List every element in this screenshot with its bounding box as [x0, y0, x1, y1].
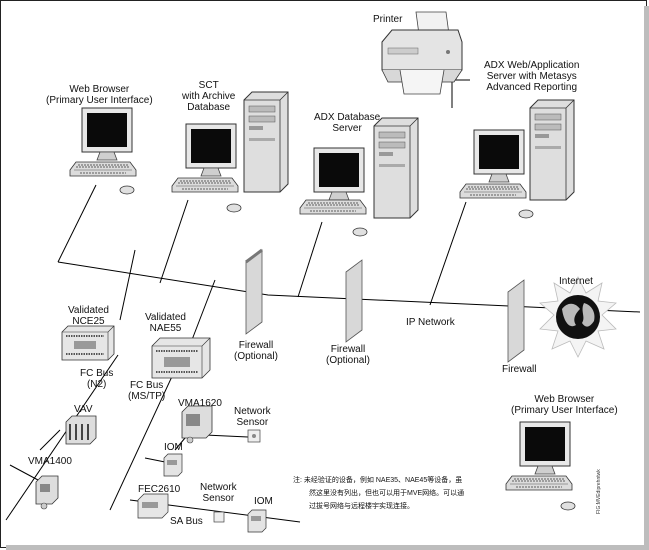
web-browser-top-label-line2: (Primary User Interface) — [46, 95, 153, 106]
link-nce25 — [119, 249, 136, 321]
web-browser-bottom-label: Web Browser (Primary User Interface) — [511, 394, 618, 416]
adx-web-label-line3: Advanced Reporting — [486, 82, 578, 93]
sct-label-line1: SCT — [198, 80, 219, 91]
firewall-optional-2-label-line2: (Optional) — [326, 355, 370, 366]
nce25-controller-icon — [61, 325, 115, 361]
web-browser-bottom-label-line2: (Primary User Interface) — [511, 405, 618, 416]
note-prefix: 注: — [293, 477, 302, 484]
nce25-label-line1: Validated — [68, 305, 109, 316]
frame-shadow-right — [644, 6, 649, 550]
nae55-label-line1: Validated — [145, 312, 186, 323]
figure-number: FIG:MVEdiprehntwk — [596, 469, 602, 514]
adx-database-server-icon — [299, 117, 419, 237]
link-sct — [159, 199, 189, 284]
nce25-label: Validated NCE25 — [68, 305, 109, 327]
web-browser-top-pc-icon — [69, 107, 137, 195]
vav-label: VAV — [74, 404, 93, 415]
network-sensor-1-label-line1: Network — [234, 406, 271, 417]
fec2610-label: FEC2610 — [138, 484, 181, 495]
note-line1: 未经验证的设备，例如 NAE35、NAE45等设备，虽 — [303, 477, 463, 484]
internet-label: Internet — [559, 276, 593, 287]
adx-database-label-line1: ADX Database — [314, 112, 381, 123]
iom-1-icon — [163, 453, 183, 477]
link-nae55 — [189, 279, 216, 346]
internet-icon — [539, 276, 617, 358]
network-sensor-2-label-line2: Sensor — [202, 493, 235, 504]
nae55-label: Validated NAE55 — [145, 312, 186, 334]
link-web-browser — [57, 184, 97, 263]
nae55-controller-icon — [151, 337, 211, 379]
nae55-label-line2: NAE55 — [149, 323, 182, 334]
link-network-sensor-1 — [204, 434, 249, 438]
frame-shadow-bottom — [6, 545, 649, 550]
iom-2-label: IOM — [254, 496, 273, 507]
nce25-label-line2: NCE25 — [72, 316, 105, 327]
network-sensor-1-label-line2: Sensor — [236, 417, 269, 428]
vma1620-controller-icon — [181, 405, 213, 444]
note-line2: 然这里没有列出，但也可以用于MVE网络。可以通 — [309, 490, 465, 497]
link-printer — [451, 79, 470, 108]
vma1400-label: VMA1400 — [28, 456, 72, 467]
link-vma1400 — [9, 464, 39, 481]
adx-web-server-icon — [459, 99, 575, 219]
web-browser-top-label-line1: Web Browser — [69, 84, 130, 95]
vav-controller-icon — [65, 415, 97, 445]
fc-bus-mstp-label-line1: FC Bus — [129, 380, 164, 391]
fc-bus-mstp-label: FC Bus (MS/TP) — [128, 380, 165, 402]
link-adx-db — [297, 221, 323, 298]
link-vav — [39, 429, 61, 451]
vma1620-label: VMA1620 — [178, 398, 222, 409]
adx-web-label-line2: Server with Metasys — [486, 71, 577, 82]
fc-bus-mstp-line — [109, 369, 176, 511]
adx-web-label: ADX Web/Application Server with Metasys … — [484, 60, 579, 93]
adx-database-label-line2: Server — [332, 123, 362, 134]
network-sensor-2-label: Network Sensor — [200, 482, 237, 504]
sct-label-line3: Database — [187, 102, 231, 113]
firewall-optional-2-label-line1: Firewall — [330, 344, 366, 355]
network-sensor-2-icon — [213, 511, 225, 523]
firewall-optional-2-icon — [345, 259, 363, 343]
fc-bus-n2-line — [5, 354, 119, 521]
fc-bus-n2-label-line1: FC Bus — [80, 368, 114, 379]
firewall-icon — [507, 279, 525, 363]
sa-bus-label: SA Bus — [170, 516, 203, 527]
printer-icon — [381, 11, 463, 95]
firewall-optional-2-label: Firewall (Optional) — [326, 344, 370, 366]
iom-1-label: IOM — [164, 442, 183, 453]
web-browser-top-label: Web Browser (Primary User Interface) — [46, 84, 153, 106]
fec2610-controller-icon — [137, 493, 169, 519]
adx-database-label: ADX Database Server — [314, 112, 380, 134]
fc-bus-n2-label-line2: (N2) — [86, 379, 107, 390]
iom-2-icon — [247, 509, 267, 533]
network-sensor-1-label: Network Sensor — [234, 406, 271, 428]
chinese-note: 注: 未经验证的设备，例如 NAE35、NAE45等设备，虽 然这里没有列出，但… — [293, 474, 623, 513]
web-browser-bottom-label-line1: Web Browser — [534, 394, 595, 405]
adx-web-label-line1: ADX Web/Application — [484, 60, 580, 71]
note-line3: 过拔号网络与远程楼宇实现连接。 — [309, 503, 414, 510]
fc-bus-n2-label: FC Bus (N2) — [80, 368, 113, 390]
ip-network-label: IP Network — [406, 317, 455, 328]
firewall-optional-1-label-line2: (Optional) — [234, 351, 278, 362]
printer-label: Printer — [373, 14, 403, 25]
sct-label: SCT with Archive Database — [182, 80, 235, 113]
link-adx-web — [429, 201, 467, 306]
network-sensor-2-label-line1: Network — [200, 482, 237, 493]
vma1400-controller-icon — [35, 475, 59, 510]
firewall-optional-1-icon — [245, 249, 263, 335]
sct-label-line2: with Archive — [182, 91, 236, 102]
firewall-label: Firewall — [502, 364, 537, 375]
firewall-optional-1-label: Firewall (Optional) — [234, 340, 278, 362]
firewall-optional-1-label-line1: Firewall — [238, 340, 274, 351]
fc-bus-mstp-label-line2: (MS/TP) — [128, 391, 166, 402]
